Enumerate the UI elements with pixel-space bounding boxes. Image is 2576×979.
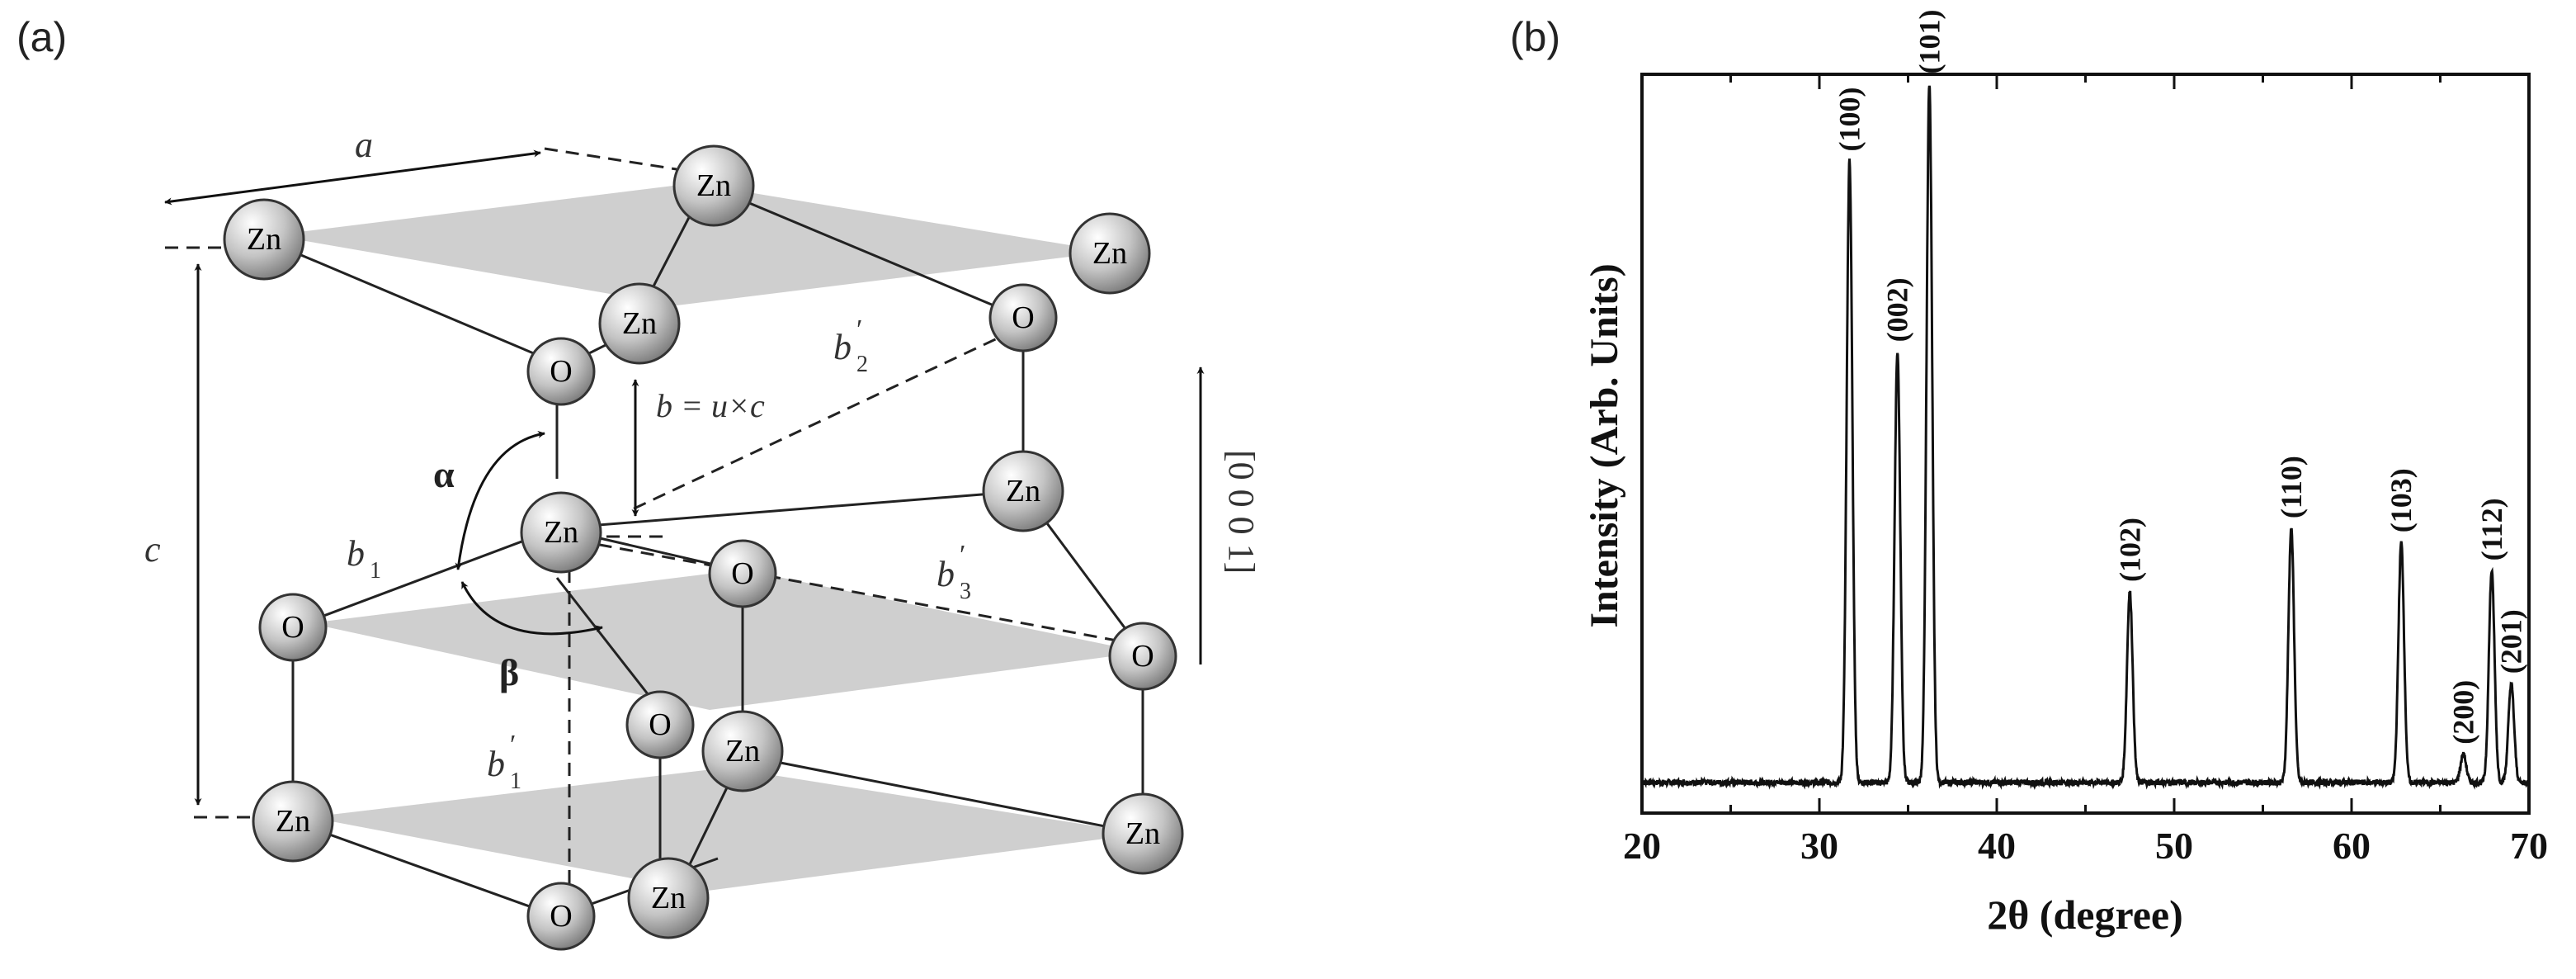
x-tick-label: 40 xyxy=(1978,825,2016,867)
x-tick-label: 30 xyxy=(1800,825,1838,867)
peak-label: (100) xyxy=(1833,87,1866,152)
atom-o-middle-right: O xyxy=(1108,622,1177,691)
svg-text:O: O xyxy=(731,556,753,591)
bond-b-label: b = u×c xyxy=(656,387,765,424)
svg-text:Zn: Zn xyxy=(651,881,686,915)
atom-o-upper-left: O xyxy=(526,337,596,406)
panel-b-label: (b) xyxy=(1510,14,1560,60)
lattice-a-label: a xyxy=(355,125,373,165)
svg-text:O: O xyxy=(281,610,304,645)
atom-zn-top-inner: Zn xyxy=(598,282,681,365)
alpha-angle-arc xyxy=(455,430,545,570)
atom-zn-top-front-left: Zn xyxy=(223,198,305,281)
atom-o-middle-left: O xyxy=(258,593,328,662)
b3-prime-label: b ′ 3 xyxy=(937,540,971,604)
lattice-a-arrow xyxy=(164,149,541,206)
svg-text:Zn: Zn xyxy=(276,804,310,839)
b2-prime-label: b ′ 2 xyxy=(833,315,868,377)
svg-text:3: 3 xyxy=(960,579,971,604)
svg-text:2: 2 xyxy=(856,352,868,377)
direction-label: [0 0 0 1] xyxy=(1221,450,1262,574)
crystal-structure-diagram: (a) xyxy=(17,14,1262,951)
svg-text:Zn: Zn xyxy=(1125,816,1160,851)
y-axis-label: Intensity (Arb. Units) xyxy=(1583,263,1626,627)
peak-label: (102) xyxy=(2113,518,2146,582)
b1-label: b 1 xyxy=(347,533,381,584)
svg-text:Zn: Zn xyxy=(696,168,731,203)
xrd-chart: (b) 20 30 40 50 60 70 (100) (002) (101) (102) (11… xyxy=(1510,9,2548,938)
peak-label: (002) xyxy=(1881,277,1914,342)
panel-a-label: (a) xyxy=(17,14,67,60)
svg-text:1: 1 xyxy=(370,558,381,584)
svg-text:Zn: Zn xyxy=(725,734,760,769)
svg-text:b: b xyxy=(833,327,852,367)
svg-text:b: b xyxy=(347,533,365,574)
beta-label: β xyxy=(499,651,519,693)
svg-text:O: O xyxy=(649,707,671,742)
svg-text:b: b xyxy=(937,554,955,594)
svg-text:O: O xyxy=(1131,639,1154,674)
x-axis-tick-labels: 20 30 40 50 60 70 xyxy=(1623,825,2548,867)
peak-label: (101) xyxy=(1913,9,1946,73)
atom-zn-bottom-right: Zn xyxy=(1102,792,1184,875)
peak-labels: (100) (002) (101) (102) (110) (103) (200) (112)… xyxy=(1833,9,2528,744)
svg-text:O: O xyxy=(1012,300,1034,335)
atom-zn-bottom-front: Zn xyxy=(627,857,710,939)
atom-o-upper-right: O xyxy=(988,283,1058,352)
b1-prime-label: b ′ 1 xyxy=(487,730,521,794)
atom-o-middle-center: O xyxy=(708,539,777,608)
beta-angle-arc xyxy=(460,581,603,636)
svg-text:Zn: Zn xyxy=(1092,236,1127,271)
lattice-c-label: c xyxy=(144,529,161,570)
svg-text:O: O xyxy=(550,354,572,389)
atom-zn-lower-center: Zn xyxy=(701,710,784,792)
peak-label: (201) xyxy=(2495,609,2528,674)
x-tick-label: 20 xyxy=(1623,825,1661,867)
alpha-label: α xyxy=(433,453,455,495)
svg-text:1: 1 xyxy=(510,769,521,794)
svg-text:′: ′ xyxy=(960,540,965,570)
svg-text:′: ′ xyxy=(510,730,516,760)
atom-zn-top-right: Zn xyxy=(1069,212,1151,295)
peak-label: (110) xyxy=(2275,456,2308,518)
x-axis-ticks xyxy=(1640,74,2531,813)
svg-text:O: O xyxy=(550,899,572,934)
atom-zn-center: Zn xyxy=(520,491,602,574)
atom-o-bottom: O xyxy=(526,882,596,951)
svg-text:′: ′ xyxy=(856,315,862,345)
peak-label: (200) xyxy=(2446,680,2479,745)
svg-text:Zn: Zn xyxy=(247,222,281,257)
x-tick-label: 50 xyxy=(2155,825,2193,867)
x-tick-label: 60 xyxy=(2333,825,2371,867)
xrd-pattern-line xyxy=(1640,85,2531,791)
atom-zn-top-back: Zn xyxy=(672,144,755,227)
x-tick-label: 70 xyxy=(2510,825,2548,867)
svg-text:b: b xyxy=(487,744,505,784)
svg-text:Zn: Zn xyxy=(1006,474,1040,508)
atom-o-lower-center: O xyxy=(625,690,695,759)
x-axis-label: 2θ (degree) xyxy=(1987,892,2183,938)
atom-zn-bottom-left: Zn xyxy=(252,780,334,863)
svg-text:Zn: Zn xyxy=(622,306,657,341)
top-basal-plane xyxy=(272,183,1110,305)
peak-label: (112) xyxy=(2475,498,2508,560)
atom-zn-middle-right: Zn xyxy=(982,450,1064,532)
peak-label: (103) xyxy=(2385,468,2418,532)
bottom-basal-plane xyxy=(309,768,1143,892)
svg-text:Zn: Zn xyxy=(544,515,578,550)
